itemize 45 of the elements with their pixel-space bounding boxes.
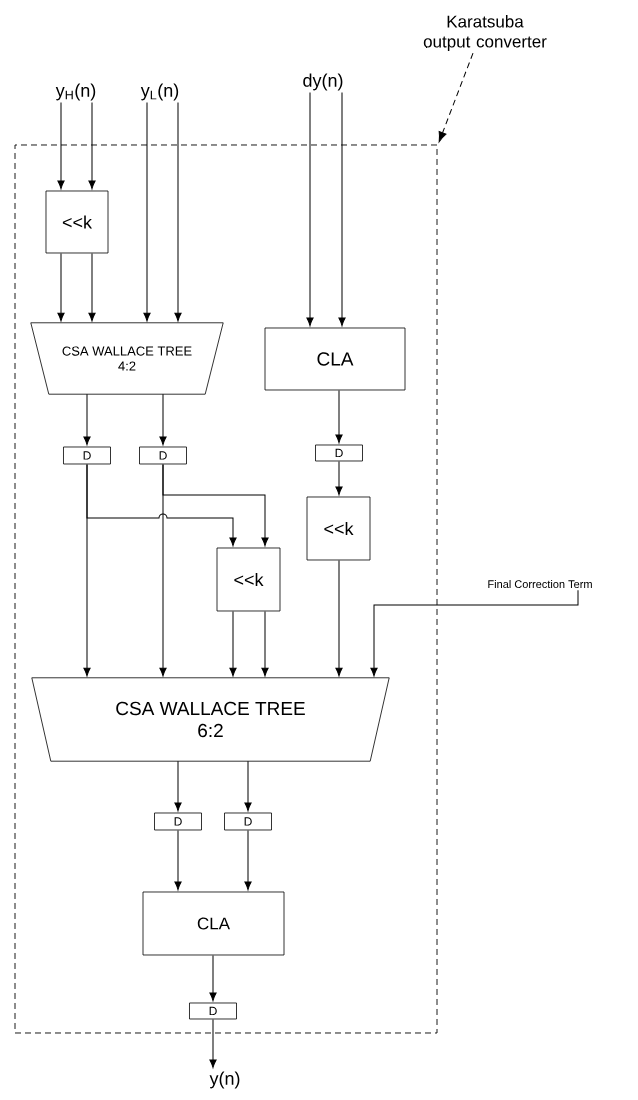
dashed-boundary-box	[14, 144, 438, 1034]
arrow	[174, 760, 182, 812]
arrow	[335, 460, 343, 496]
arrow	[244, 760, 252, 812]
adder-block: CLA	[142, 891, 285, 956]
adder-block: CLA	[264, 327, 406, 391]
delay-register: D	[139, 446, 187, 465]
arrow	[83, 393, 91, 446]
arrow	[335, 559, 343, 677]
delay-register: D	[154, 812, 202, 831]
wallace-tree-block: CSA WALLACE TREE 6:2	[31, 677, 390, 762]
delay-register: D	[63, 446, 111, 465]
arrow	[306, 92, 314, 327]
arrow	[57, 252, 65, 322]
arrow	[338, 92, 346, 327]
arrow	[209, 954, 217, 1002]
arrow	[86, 463, 237, 547]
arrow	[244, 829, 252, 891]
shift-block: <<k	[216, 547, 281, 612]
delay-register: D	[224, 812, 272, 831]
output-label: y(n)	[209, 1071, 240, 1089]
leader-line	[438, 52, 474, 143]
arrow	[159, 393, 167, 446]
arrow	[335, 389, 343, 444]
shift-block: <<k	[306, 496, 371, 561]
arrow	[370, 589, 579, 677]
delay-register: D	[315, 444, 363, 462]
wallace-tree-block: CSA WALLACE TREE 4:2	[30, 322, 224, 395]
arrow	[174, 102, 182, 322]
input-label: y$_{L}$(n)	[140, 83, 179, 101]
arrow	[88, 102, 96, 190]
shift-block: <<k	[45, 190, 109, 254]
arrow	[174, 829, 182, 891]
arrow	[57, 102, 65, 190]
arrow	[162, 463, 269, 547]
arrow	[229, 610, 237, 677]
arrow	[88, 252, 96, 322]
input-label: dy(n)	[303, 73, 343, 91]
arrow	[143, 102, 151, 322]
arrow	[209, 1018, 217, 1068]
arrow	[261, 610, 269, 677]
input-label: Final Correction Term	[488, 579, 592, 589]
input-label: y$_{H}$(n)	[55, 83, 96, 101]
delay-register: D	[189, 1002, 237, 1020]
block-title: Karatsuba output converter	[423, 15, 547, 51]
